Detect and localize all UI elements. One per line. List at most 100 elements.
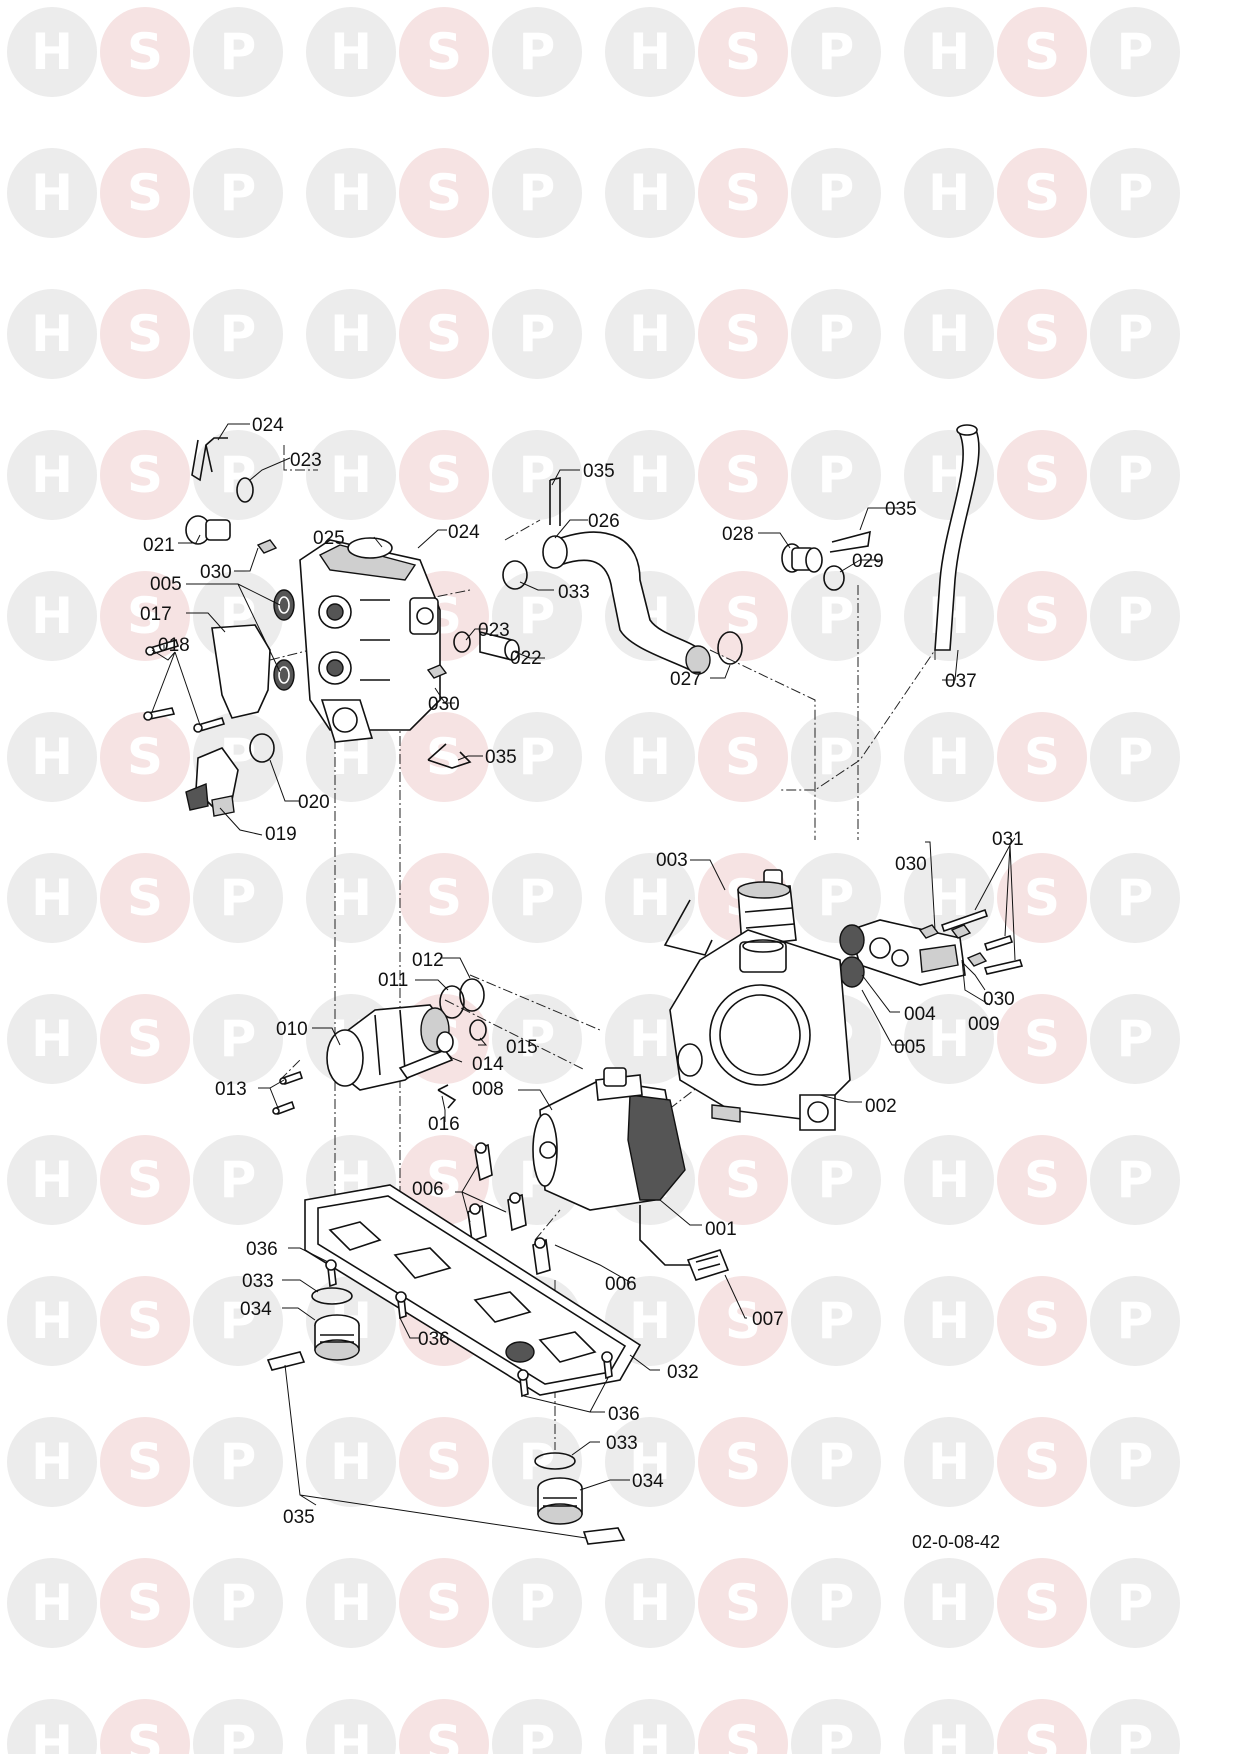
watermark-letter: S xyxy=(426,23,462,81)
watermark-disc xyxy=(7,1699,97,1754)
part-label: 033 xyxy=(558,582,590,603)
part-label: 022 xyxy=(510,648,542,669)
watermark-disc xyxy=(605,1558,695,1648)
watermark-disc xyxy=(193,1135,283,1225)
part-label: 023 xyxy=(290,450,322,471)
watermark-letter: P xyxy=(220,23,257,81)
watermark-letter: P xyxy=(220,1433,257,1491)
part-label: 023 xyxy=(478,620,510,641)
watermark-disc xyxy=(791,1558,881,1648)
watermark-letter: S xyxy=(127,305,163,363)
watermark-disc xyxy=(791,1135,881,1225)
watermark-disc xyxy=(997,1276,1087,1366)
watermark-letter: P xyxy=(220,1151,257,1209)
watermark-letter: P xyxy=(220,1292,257,1350)
watermark-disc xyxy=(1090,1417,1180,1507)
watermark-disc xyxy=(492,289,582,379)
watermark-disc xyxy=(399,1135,489,1225)
part-label: 035 xyxy=(485,747,517,768)
watermark-disc xyxy=(791,1699,881,1754)
watermark-disc xyxy=(306,430,396,520)
manifold-block xyxy=(299,537,441,743)
watermark-disc xyxy=(698,1417,788,1507)
watermark-disc xyxy=(193,148,283,238)
watermark-letter: H xyxy=(330,446,372,504)
watermark-letter: H xyxy=(928,1292,970,1350)
watermark-disc xyxy=(492,853,582,943)
watermark-disc xyxy=(904,994,994,1084)
part-label: 035 xyxy=(583,461,615,482)
watermark-letter: P xyxy=(220,1715,257,1754)
watermark-letter: H xyxy=(629,728,671,786)
watermark-disc xyxy=(7,148,97,238)
watermark-letter: S xyxy=(426,1715,462,1754)
watermark-disc xyxy=(193,7,283,97)
watermark-letter: S xyxy=(1024,446,1060,504)
part-label: 029 xyxy=(852,551,884,572)
watermark-letter: S xyxy=(127,1715,163,1754)
watermark-letter: S xyxy=(1024,23,1060,81)
watermark-letter: P xyxy=(1117,1715,1154,1754)
watermark-letter: S xyxy=(1024,1151,1060,1209)
watermark-letter: S xyxy=(127,728,163,786)
watermark-disc xyxy=(1090,994,1180,1084)
watermark-disc xyxy=(698,7,788,97)
watermark-letter: S xyxy=(1024,164,1060,222)
watermark-letter: H xyxy=(31,1574,73,1632)
part-label: 035 xyxy=(885,499,917,520)
watermark-disc xyxy=(791,853,881,943)
watermark-letter: S xyxy=(1024,1292,1060,1350)
watermark-letter: H xyxy=(928,23,970,81)
watermark-disc xyxy=(100,1276,190,1366)
watermark-letter: P xyxy=(1117,1010,1154,1068)
watermark-letter: H xyxy=(629,869,671,927)
watermark-letter: P xyxy=(1117,23,1154,81)
watermark-letter: H xyxy=(928,728,970,786)
watermark-disc xyxy=(698,1276,788,1366)
watermark-disc xyxy=(100,1558,190,1648)
watermark-letter: H xyxy=(31,1715,73,1754)
drawing-reference-code: 02-0-08-42 xyxy=(912,1532,1000,1552)
watermark-letter: S xyxy=(426,1433,462,1491)
watermark-disc xyxy=(100,994,190,1084)
watermark-letter: H xyxy=(928,1010,970,1068)
watermark-letter: P xyxy=(220,869,257,927)
watermark-disc xyxy=(306,1558,396,1648)
part-label: 015 xyxy=(506,1037,538,1058)
watermark-disc xyxy=(193,1276,283,1366)
watermark-letter: P xyxy=(818,1151,855,1209)
part-label: 002 xyxy=(865,1096,897,1117)
watermark-letter: P xyxy=(519,869,556,927)
watermark-letter: P xyxy=(220,1574,257,1632)
part-label: 036 xyxy=(246,1239,278,1260)
watermark-letter: P xyxy=(519,164,556,222)
watermark-letter: S xyxy=(1024,305,1060,363)
watermark-letter: P xyxy=(818,1715,855,1754)
watermark-letter: P xyxy=(519,587,556,645)
watermark-letter: S xyxy=(1024,1433,1060,1491)
watermark-disc xyxy=(904,712,994,802)
watermark-disc xyxy=(904,1558,994,1648)
part-label: 031 xyxy=(992,829,1024,850)
watermark-letter: S xyxy=(1024,1574,1060,1632)
watermark-letter: S xyxy=(127,587,163,645)
connector-010 xyxy=(326,1004,450,1091)
watermark-disc xyxy=(399,7,489,97)
watermark-disc xyxy=(904,7,994,97)
watermark-letter: P xyxy=(220,1010,257,1068)
part-label: 035 xyxy=(283,1507,315,1528)
watermark-disc xyxy=(1090,7,1180,97)
watermark-letter: S xyxy=(127,1151,163,1209)
watermark-disc xyxy=(1090,430,1180,520)
watermark-disc xyxy=(306,289,396,379)
part-label: 003 xyxy=(656,850,688,871)
watermark-disc xyxy=(1090,1699,1180,1754)
watermark-disc xyxy=(698,712,788,802)
watermark-disc xyxy=(605,1417,695,1507)
watermark-disc xyxy=(1090,1276,1180,1366)
watermark-disc xyxy=(100,712,190,802)
watermark-disc xyxy=(1090,571,1180,661)
part-label: 006 xyxy=(412,1179,444,1200)
watermark-disc xyxy=(904,1135,994,1225)
watermark-disc xyxy=(100,571,190,661)
